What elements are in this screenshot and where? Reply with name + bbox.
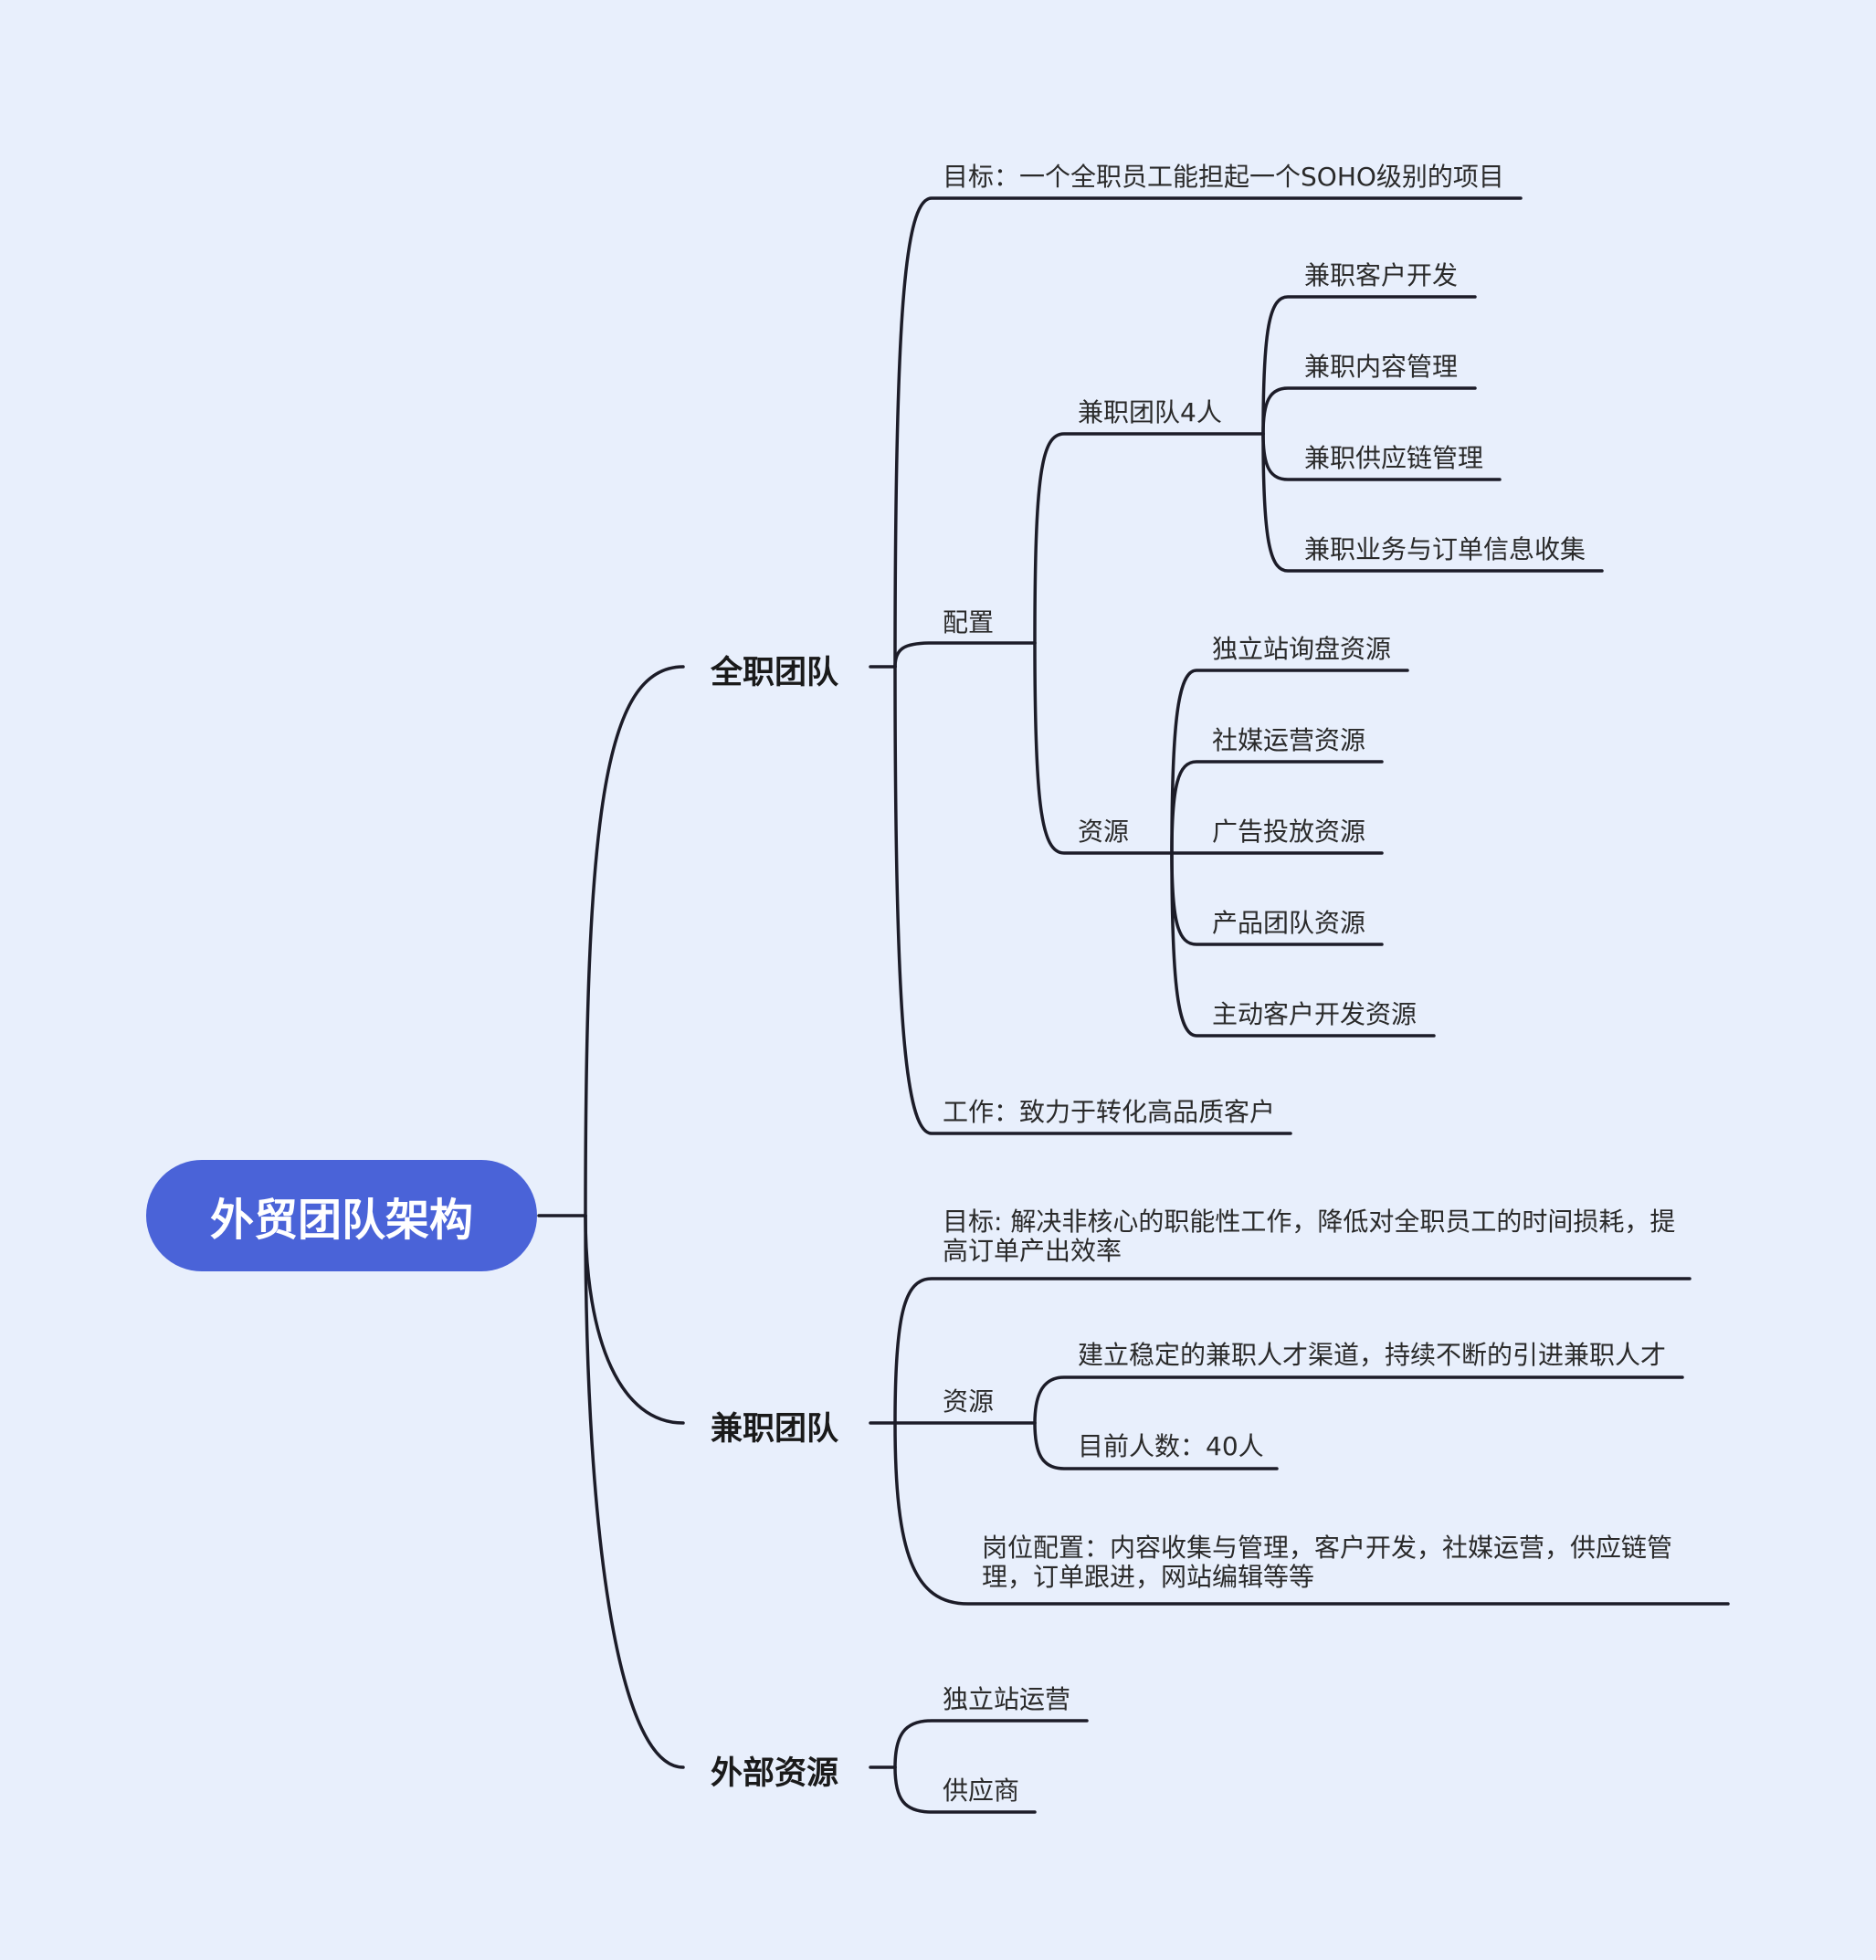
resource-item[interactable]: 广告投放资源 [1212, 817, 1366, 847]
connector-res-2 [1170, 760, 1384, 855]
external-item[interactable]: 独立站运营 [943, 1684, 1071, 1714]
pt4-item[interactable]: 兼职客户开发 [1304, 260, 1459, 290]
root-node[interactable]: 外贸团队架构 [146, 1160, 537, 1271]
pt4-item[interactable]: 兼职内容管理 [1304, 352, 1459, 382]
config-part-team[interactable]: 兼职团队4人 [1078, 397, 1222, 427]
pt4-item[interactable]: 兼职业务与订单信息收集 [1304, 534, 1586, 564]
pt-goal[interactable]: 目标: 解决非核心的职能性工作，降低对全职员工的时间损耗，提高订单产出效率 [943, 1207, 1676, 1266]
connector-ptres-2 [1033, 1421, 1279, 1470]
connector-ft-work [893, 665, 1292, 1135]
connector-ext-2 [893, 1765, 1037, 1814]
connector-res-5 [1170, 851, 1436, 1038]
connector-full-time [584, 665, 685, 1217]
pt-resource-item[interactable]: 建立稳定的兼职人才渠道，持续不断的引进兼职人才 [1078, 1340, 1667, 1370]
ft-work[interactable]: 工作：致力于转化高品质客户 [943, 1097, 1276, 1127]
connector-pt-goal [893, 1277, 1692, 1425]
pt-resource-item[interactable]: 目前人数：40人 [1078, 1431, 1264, 1461]
connector-part-time [584, 1214, 685, 1425]
branch-external[interactable]: 外部资源 [711, 1755, 839, 1792]
branch-full-time[interactable]: 全职团队 [711, 655, 839, 691]
pt-resources[interactable]: 资源 [943, 1386, 995, 1417]
connector-pt4-1 [1261, 295, 1477, 436]
resource-item[interactable]: 独立站询盘资源 [1212, 634, 1392, 664]
branch-part-time[interactable]: 兼职团队 [711, 1411, 839, 1448]
connector-pt-positions [893, 1421, 1730, 1606]
ft-goal[interactable]: 目标：一个全职员工能担起一个SOHO级别的项目 [943, 162, 1504, 192]
external-item[interactable]: 供应商 [943, 1776, 1020, 1806]
config-resources[interactable]: 资源 [1078, 817, 1130, 847]
resource-item[interactable]: 主动客户开发资源 [1212, 999, 1418, 1029]
connector-ext-1 [893, 1719, 1089, 1769]
resource-item[interactable]: 产品团队资源 [1212, 908, 1366, 938]
connector-external [584, 1214, 685, 1769]
resource-item[interactable]: 社媒运营资源 [1212, 725, 1366, 755]
connector-ft-goal [893, 196, 1523, 669]
pt-positions[interactable]: 岗位配置：内容收集与管理，客户开发，社媒运营，供应链管理，订单跟进，网站编辑等等 [982, 1533, 1673, 1592]
pt4-item[interactable]: 兼职供应链管理 [1304, 443, 1484, 473]
connector-ptres-1 [1033, 1375, 1684, 1425]
connector-pt4-4 [1261, 432, 1604, 573]
connector-pt4-2 [1261, 386, 1477, 436]
connector-ft-config [893, 641, 1037, 669]
ft-config[interactable]: 配置 [943, 607, 995, 638]
connector-config-res [1033, 641, 1174, 855]
connector-config-team [1033, 432, 1265, 645]
